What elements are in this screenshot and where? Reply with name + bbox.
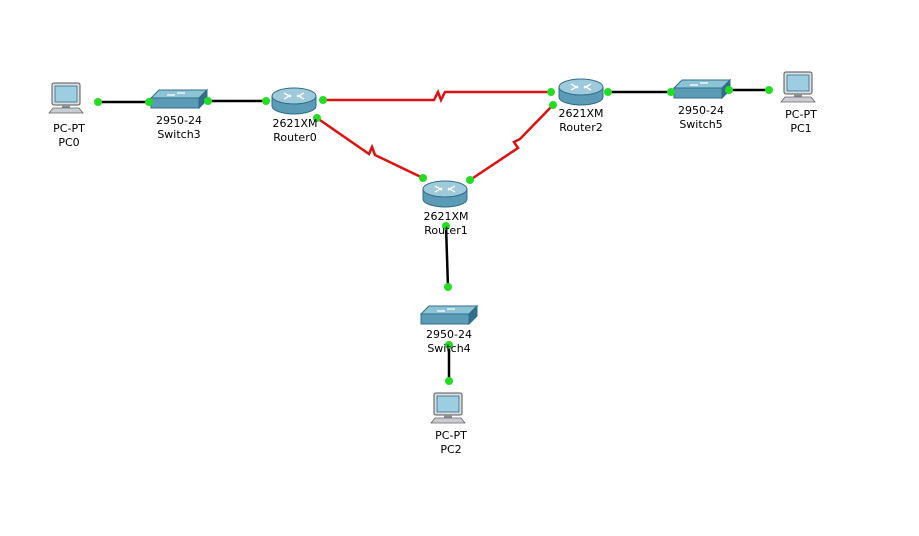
link-status-dot bbox=[604, 88, 612, 96]
pc-icon[interactable] bbox=[48, 82, 84, 114]
device-name-label: PC0 bbox=[58, 136, 79, 149]
link-router0-router1[interactable] bbox=[316, 116, 424, 180]
device-model-label: 2950-24 bbox=[426, 328, 472, 341]
device-router0[interactable] bbox=[271, 87, 317, 115]
device-model-label: 2950-24 bbox=[678, 104, 724, 117]
device-name-label: Router1 bbox=[424, 224, 467, 237]
device-name-label: Router0 bbox=[273, 131, 316, 144]
device-model-label: PC-PT bbox=[435, 429, 467, 442]
pc-icon[interactable] bbox=[430, 392, 466, 424]
device-model-label: 2621XM bbox=[558, 107, 603, 120]
link-router0-router2[interactable] bbox=[323, 88, 551, 104]
switch-icon[interactable] bbox=[672, 78, 732, 100]
link-router1-router2[interactable] bbox=[469, 104, 554, 182]
device-name-label: PC1 bbox=[790, 122, 811, 135]
device-name-label: PC2 bbox=[440, 443, 461, 456]
device-name-label: Switch3 bbox=[157, 128, 200, 141]
link-status-dot bbox=[667, 88, 675, 96]
link-status-dot bbox=[319, 96, 327, 104]
device-model-label: PC-PT bbox=[785, 108, 817, 121]
device-model-label: 2621XM bbox=[272, 117, 317, 130]
pc-icon[interactable] bbox=[780, 71, 816, 103]
device-name-label: Switch5 bbox=[679, 118, 722, 131]
link-status-dot bbox=[444, 283, 452, 291]
device-model-label: 2621XM bbox=[423, 210, 468, 223]
switch-icon[interactable] bbox=[419, 304, 479, 326]
device-switch5[interactable] bbox=[672, 78, 732, 100]
link-status-dot bbox=[204, 97, 212, 105]
link-status-dot bbox=[442, 222, 450, 230]
link-status-dot bbox=[419, 174, 427, 182]
device-router2[interactable] bbox=[558, 78, 604, 106]
link-status-dot bbox=[262, 97, 270, 105]
link-status-dot bbox=[549, 101, 557, 109]
link-router1-switch4[interactable] bbox=[444, 225, 450, 288]
device-pc1[interactable] bbox=[780, 71, 816, 103]
switch-icon[interactable] bbox=[149, 88, 209, 110]
link-status-dot bbox=[765, 86, 773, 94]
device-model-label: 2950-24 bbox=[156, 114, 202, 127]
link-status-dot bbox=[445, 341, 453, 349]
device-name-label: Switch4 bbox=[427, 342, 470, 355]
link-status-dot bbox=[94, 98, 102, 106]
link-status-dot bbox=[445, 377, 453, 385]
device-switch3[interactable] bbox=[149, 88, 209, 110]
device-pc2[interactable] bbox=[430, 392, 466, 424]
link-status-dot bbox=[145, 98, 153, 106]
link-status-dot bbox=[547, 88, 555, 96]
router-icon[interactable] bbox=[558, 78, 604, 106]
link-status-dot bbox=[313, 114, 321, 122]
device-labels: PC-PTPC02950-24Switch32621XMRouter02621X… bbox=[53, 104, 817, 456]
devices-layer bbox=[48, 71, 816, 424]
link-status-dot bbox=[466, 176, 474, 184]
router-icon[interactable] bbox=[271, 87, 317, 115]
link-status-dot bbox=[725, 86, 733, 94]
device-router1[interactable] bbox=[422, 180, 468, 208]
device-switch4[interactable] bbox=[419, 304, 479, 326]
device-model-label: PC-PT bbox=[53, 122, 85, 135]
router-icon[interactable] bbox=[422, 180, 468, 208]
device-name-label: Router2 bbox=[559, 121, 602, 134]
links-layer bbox=[98, 88, 769, 381]
device-pc0[interactable] bbox=[48, 82, 84, 114]
link-status-dots bbox=[94, 86, 773, 385]
